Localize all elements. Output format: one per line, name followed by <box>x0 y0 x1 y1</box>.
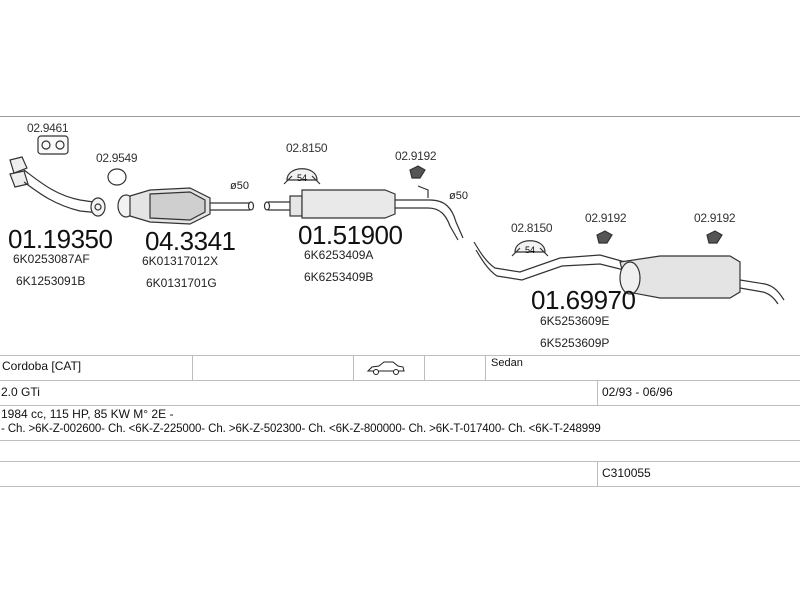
part-code: 6K6253409B <box>304 270 374 284</box>
part-code: 6K0131701G <box>146 276 217 290</box>
empty-cell <box>0 462 598 486</box>
ring-02-9549-drawing <box>107 168 127 186</box>
exhaust-diagram: 54 54 <box>9 135 785 305</box>
part-number: 01.51900 <box>298 220 403 250</box>
table-row-engine: 2.0 GTi 02/93 - 06/96 <box>0 381 800 406</box>
empty-cell <box>193 356 354 380</box>
code-cell: C310055 <box>598 462 799 486</box>
part-code: 6K0253087AF <box>13 252 90 266</box>
part-number: 04.3341 <box>145 226 236 256</box>
part-number: 01.19350 <box>8 224 113 254</box>
diagram-top-border <box>0 116 800 117</box>
part-code: 6K6253409A <box>304 248 374 262</box>
body-type-value: Sedan <box>491 357 523 369</box>
hanger-rear-drawing <box>596 230 723 244</box>
table-row-model: Cordoba [CAT] Sedan <box>0 356 800 381</box>
table-row-code: C310055 <box>0 462 800 487</box>
model-value: Cordoba [CAT] <box>2 359 82 373</box>
clamp-marking-rear: 54 <box>525 245 535 255</box>
part-code: 6K01317012X <box>142 254 219 268</box>
part-code: 6K5253609E <box>540 314 610 328</box>
gasket-02-9461-drawing <box>37 135 69 155</box>
table-row-empty <box>0 441 800 462</box>
fitting-label: 02.8150 <box>511 221 553 235</box>
rear-silencer-drawing <box>473 241 785 305</box>
table-top-border <box>0 355 800 356</box>
code-value: C310055 <box>602 466 651 480</box>
clamp-middle-drawing <box>283 168 321 185</box>
diameter-label: ø50 <box>449 190 468 202</box>
car-sedan-icon <box>366 361 405 375</box>
engine-spec-value: 1984 cc, 115 HP, 85 KW M° 2E - <box>1 407 174 421</box>
part-number: 01.69970 <box>531 285 636 315</box>
empty-cell <box>425 356 486 380</box>
engine-value: 2.0 GTi <box>1 385 40 399</box>
part-code: 6K5253609P <box>540 336 610 350</box>
fitting-label: 02.9461 <box>27 121 69 135</box>
part-code: 6K1253091B <box>16 274 86 288</box>
body-type-cell: Sedan <box>486 356 799 380</box>
front-pipe-drawing <box>9 156 106 217</box>
middle-silencer-drawing <box>263 185 464 241</box>
diagram-drawing <box>9 135 785 305</box>
date-range-value: 02/93 - 06/96 <box>602 385 673 399</box>
fitting-label: 02.9192 <box>694 211 736 225</box>
fitting-label: 02.8150 <box>286 141 328 155</box>
fitting-label: 02.9192 <box>395 149 437 163</box>
fitting-label: 02.9549 <box>96 151 138 165</box>
chassis-range-value: - Ch. >6K-Z-002600- Ch. <6K-Z-225000- Ch… <box>1 423 601 435</box>
engine-cell: 2.0 GTi <box>0 381 598 405</box>
clamp-rear-drawing <box>511 240 549 257</box>
model-cell: Cordoba [CAT] <box>0 356 193 380</box>
diameter-label: ø50 <box>230 180 249 192</box>
body-icon-cell <box>354 356 425 380</box>
clamp-marking-middle: 54 <box>297 173 307 183</box>
date-cell: 02/93 - 06/96 <box>598 381 799 405</box>
table-row-spec: 1984 cc, 115 HP, 85 KW M° 2E - <box>0 406 800 422</box>
table-row-chassis: - Ch. >6K-Z-002600- Ch. <6K-Z-225000- Ch… <box>0 422 800 441</box>
fitting-label: 02.9192 <box>585 211 627 225</box>
hanger-middle-drawing <box>409 165 426 179</box>
catalyst-drawing <box>117 187 255 225</box>
